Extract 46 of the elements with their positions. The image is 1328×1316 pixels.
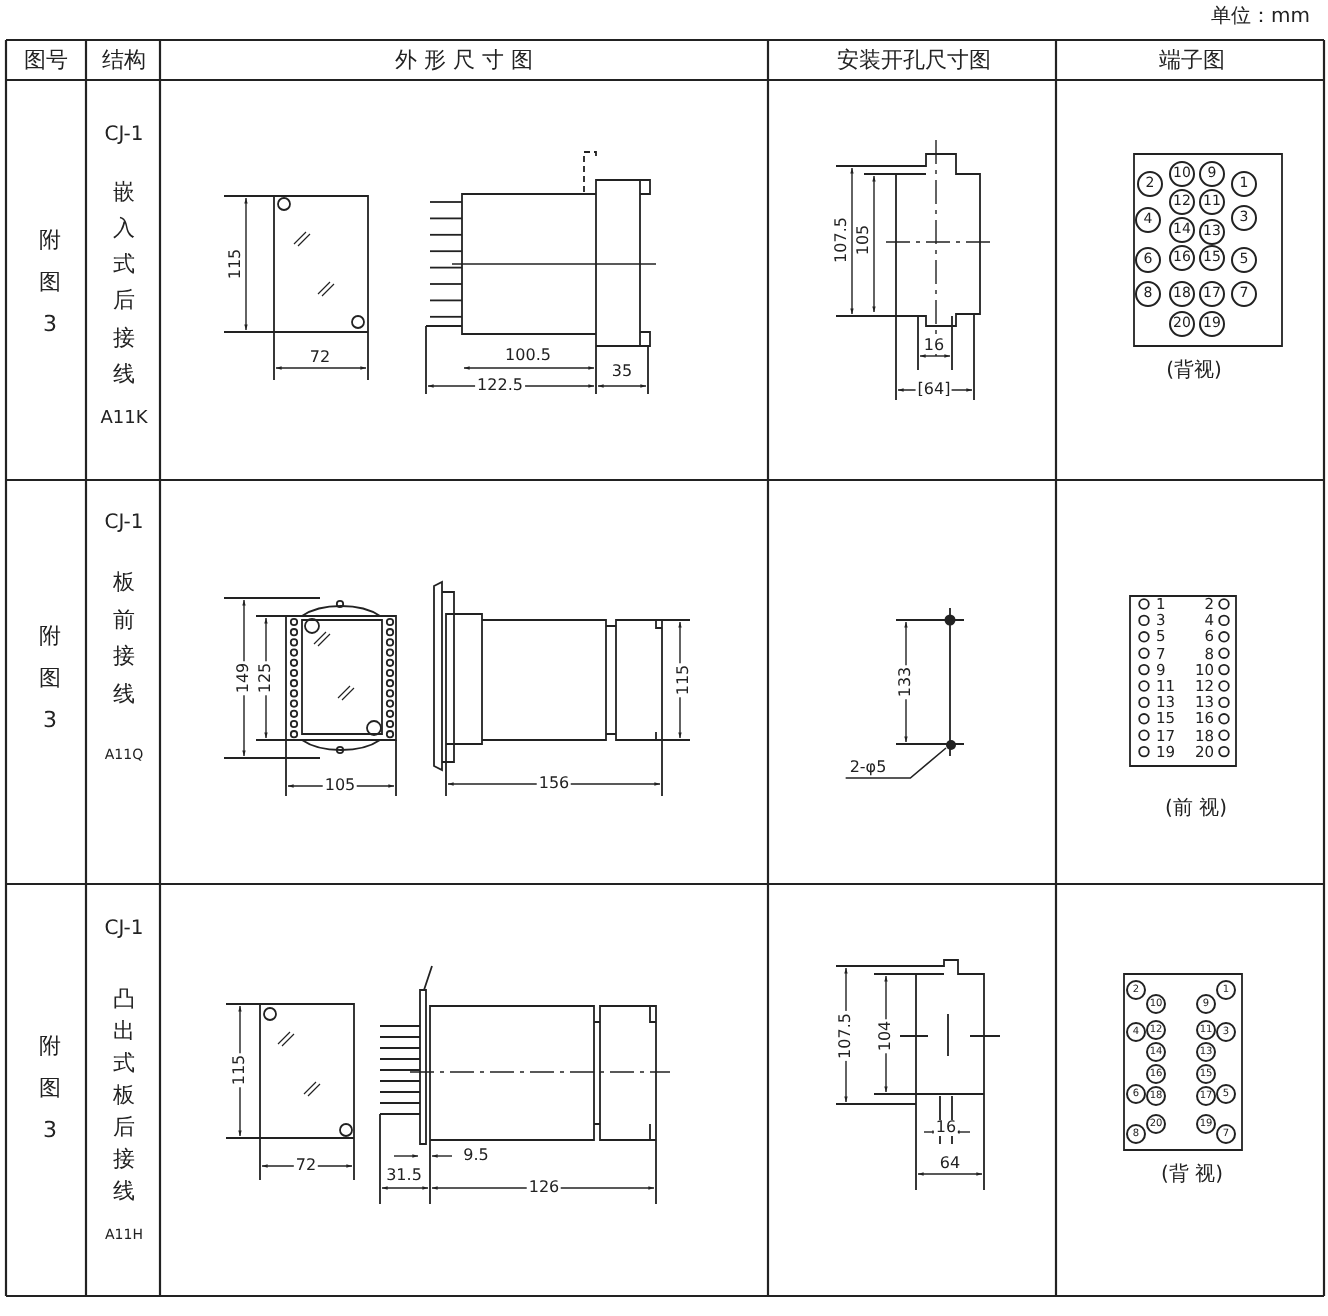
dimension-value: [64] [915, 382, 953, 398]
dimension-note: 2-φ5 [849, 760, 887, 776]
dimension-value: 115 [676, 662, 692, 698]
dimension-value: 31.5 [384, 1168, 424, 1184]
dimension-value: 16 [921, 338, 947, 354]
dimension-value: 133 [898, 664, 914, 700]
dimension-value: 100.5 [503, 348, 553, 364]
figure-number: 附图3 [39, 1031, 61, 1147]
dimension-value: 149 [236, 660, 252, 696]
dimension-value: 72 [307, 350, 333, 366]
dimension-value: 105 [322, 778, 358, 794]
leader-line [844, 747, 947, 779]
column-header: 外 形 尺 寸 图 [395, 49, 533, 71]
column-header: 图号 [24, 49, 68, 71]
model-code: CJ-1 [104, 126, 144, 146]
dimension-value: 16 [933, 1120, 959, 1136]
dimension-value: 115 [232, 1052, 248, 1088]
mounting-hole [945, 739, 955, 749]
dimension-value: 105 [856, 222, 872, 258]
dimension-value: 156 [536, 776, 572, 792]
column-header: 安装开孔尺寸图 [837, 49, 991, 71]
dimension-value: 107.5 [834, 215, 850, 265]
dimension-value: 104 [878, 1018, 894, 1054]
column-header: 端子图 [1159, 49, 1225, 71]
column-header: 结构 [102, 49, 146, 71]
dimension-value: 107.5 [838, 1011, 854, 1061]
dimension-value: 125 [258, 660, 274, 696]
dimension-value: 9.5 [461, 1148, 491, 1164]
dimension-value: 126 [526, 1180, 562, 1196]
unit-note: 单位：mm [1211, 8, 1310, 28]
view-note: (背 视) [1161, 1166, 1223, 1186]
dimension-value: 72 [293, 1158, 319, 1174]
view-note: (背视) [1166, 362, 1222, 382]
figure-number: 附图3 [39, 621, 61, 737]
figure-number: 附图3 [39, 225, 61, 341]
dimension-value: 64 [937, 1156, 963, 1172]
model-code: CJ-1 [104, 514, 144, 534]
view-note: (前 视) [1165, 800, 1227, 820]
wiring-type: 嵌入式后接线 [113, 177, 135, 391]
dimension-value: 115 [228, 246, 244, 282]
dimension-value: 35 [609, 364, 635, 380]
model-code: CJ-1 [104, 920, 144, 940]
model-code: A11K [100, 411, 148, 429]
dimension-value: 122.5 [475, 378, 525, 394]
wiring-type: 板前接线 [113, 567, 135, 712]
wiring-type: 凸出式板后接线 [113, 984, 135, 1208]
